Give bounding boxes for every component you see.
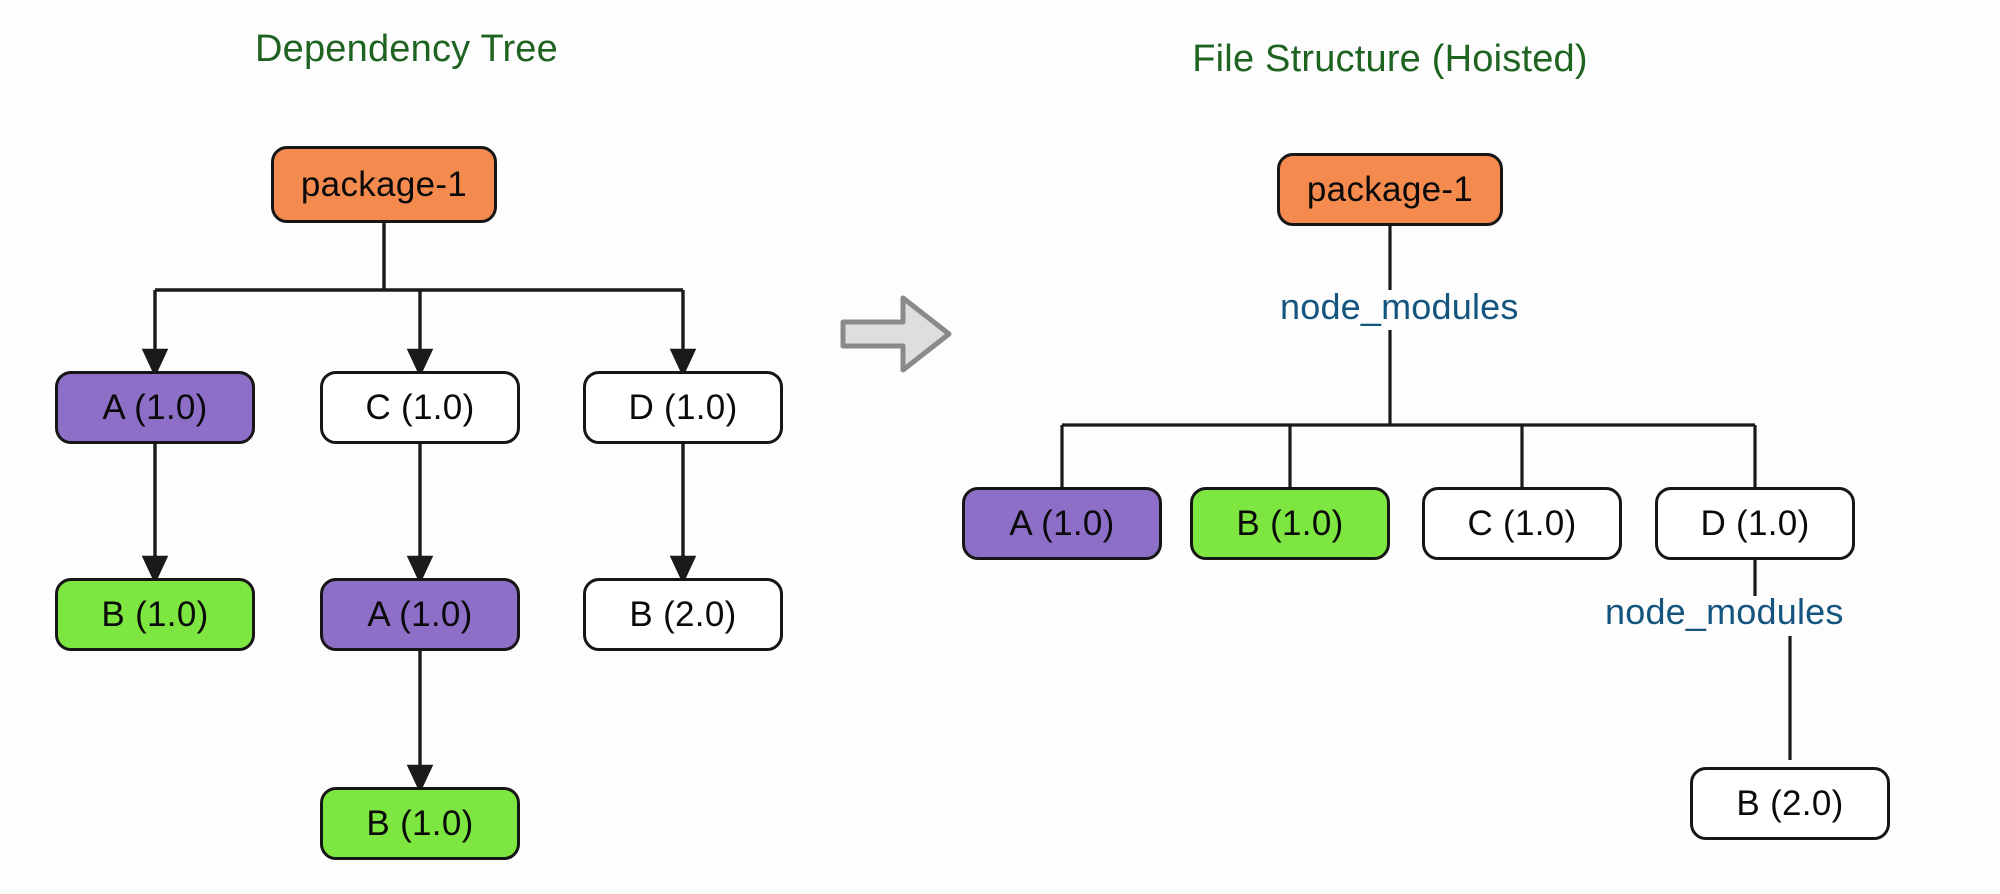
right-block-arrow-icon [840,295,952,373]
node-a-1-0-under-c-left[interactable]: A (1.0) [320,578,520,651]
node-b-2-0-under-d-left[interactable]: B (2.0) [583,578,783,651]
folder-label-node-modules-under-d: node_modules [1605,591,1844,632]
node-b-1-0-under-a-left[interactable]: B (1.0) [55,578,255,651]
node-b-1-0-deepest-left[interactable]: B (1.0) [320,787,520,860]
transition-arrow-icon [837,288,955,380]
node-a-1-0-left[interactable]: A (1.0) [55,371,255,444]
folder-label-node-modules-root: node_modules [1280,286,1519,327]
node-b-1-0-right[interactable]: B (1.0) [1190,487,1390,560]
node-package-1-dependency-tree[interactable]: package-1 [271,146,497,223]
node-d-1-0-left[interactable]: D (1.0) [583,371,783,444]
node-c-1-0-right[interactable]: C (1.0) [1422,487,1622,560]
right-panel-title: File Structure (Hoisted) [1192,38,1588,80]
node-c-1-0-left[interactable]: C (1.0) [320,371,520,444]
node-d-1-0-right[interactable]: D (1.0) [1655,487,1855,560]
node-b-2-0-right[interactable]: B (2.0) [1690,767,1890,840]
left-panel-title: Dependency Tree [255,28,558,70]
node-a-1-0-right[interactable]: A (1.0) [962,487,1162,560]
node-package-1-file-structure[interactable]: package-1 [1277,153,1503,226]
left-tree-edges [141,223,697,794]
